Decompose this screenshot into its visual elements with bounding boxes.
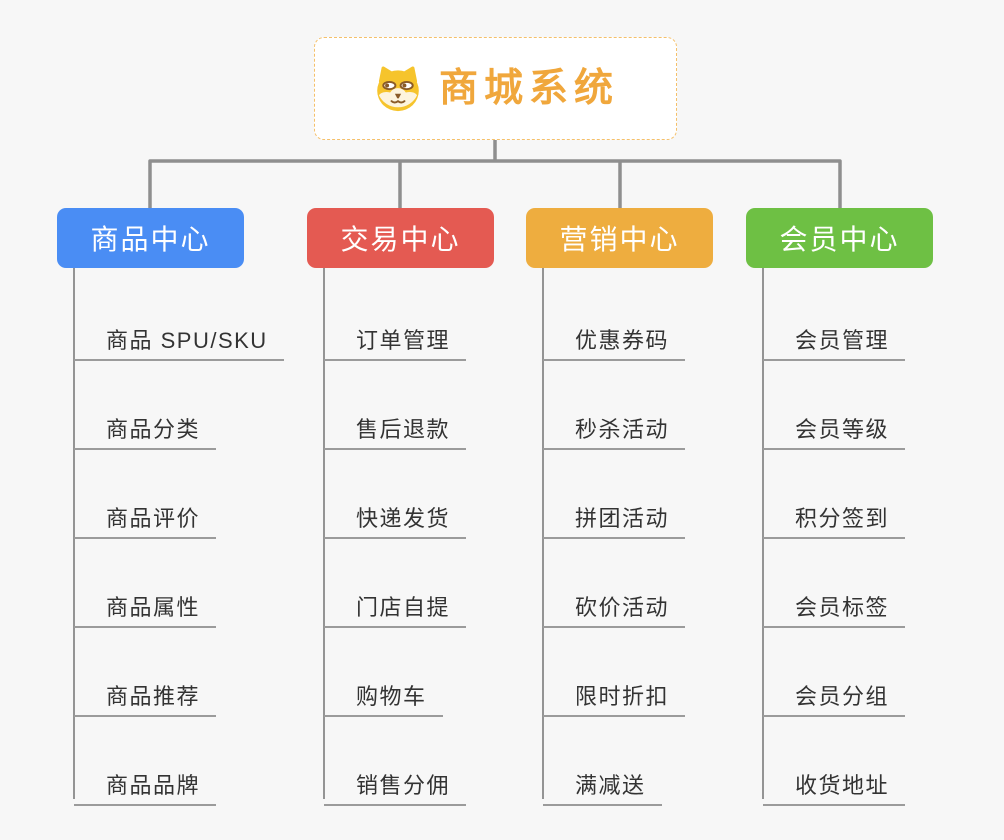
leaf-node[interactable]: 商品分类 [74, 403, 217, 450]
leaf-node[interactable]: 订单管理 [324, 314, 467, 361]
branch-header-product-center[interactable]: 商品中心 [57, 208, 244, 268]
leaf-node[interactable]: 商品属性 [74, 581, 217, 628]
leaf-node[interactable]: 拼团活动 [543, 492, 686, 539]
leaf-node[interactable]: 收货地址 [763, 759, 906, 806]
leaf-node[interactable]: 砍价活动 [543, 581, 686, 628]
leaf-node[interactable]: 商品评价 [74, 492, 217, 539]
leaf-node[interactable]: 优惠券码 [543, 314, 686, 361]
leaf-node[interactable]: 商品推荐 [74, 670, 217, 717]
leaf-node[interactable]: 秒杀活动 [543, 403, 686, 450]
leaf-node[interactable]: 快递发货 [324, 492, 467, 539]
leaf-node[interactable]: 会员分组 [763, 670, 906, 717]
branch-header-trade-center[interactable]: 交易中心 [307, 208, 494, 268]
leaf-node[interactable]: 商品品牌 [74, 759, 217, 806]
branch-header-marketing-center[interactable]: 营销中心 [526, 208, 713, 268]
leaf-node[interactable]: 会员管理 [763, 314, 906, 361]
root-title: 商城系统 [438, 67, 619, 110]
leaf-node[interactable]: 售后退款 [324, 403, 467, 450]
shiba-dog-icon [377, 65, 419, 111]
branch-header-member-center[interactable]: 会员中心 [746, 208, 933, 268]
leaf-node[interactable]: 销售分佣 [324, 759, 467, 806]
root-node[interactable]: 商城系统 [314, 37, 677, 140]
leaf-node[interactable]: 会员标签 [763, 581, 906, 628]
leaf-node[interactable]: 会员等级 [763, 403, 906, 450]
leaf-node[interactable]: 购物车 [324, 670, 443, 717]
leaf-node[interactable]: 限时折扣 [543, 670, 686, 717]
bus-connector [148, 140, 842, 208]
leaf-node[interactable]: 门店自提 [324, 581, 467, 628]
leaf-node[interactable]: 商品 SPU/SKU [74, 314, 284, 361]
leaf-node[interactable]: 满减送 [543, 759, 662, 806]
leaf-node[interactable]: 积分签到 [763, 492, 906, 539]
